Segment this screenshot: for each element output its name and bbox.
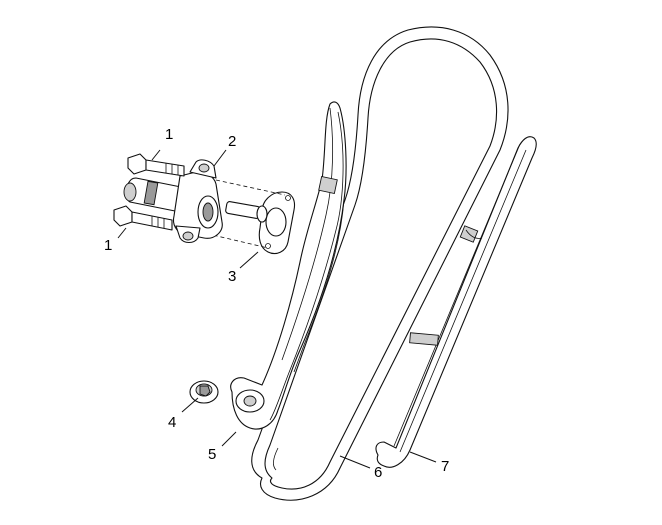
leader-3 xyxy=(239,251,259,269)
chain-tensioner-guide xyxy=(230,101,347,430)
bolt-upper xyxy=(127,153,185,177)
leader-5 xyxy=(221,431,237,447)
bolt-lower xyxy=(113,205,173,231)
plug-bolt xyxy=(189,380,219,404)
leader-1-lower xyxy=(117,227,127,239)
leader-1-upper xyxy=(151,149,161,161)
callout-7: 7 xyxy=(441,458,449,475)
callout-2: 2 xyxy=(228,133,236,150)
assembly-line-lower xyxy=(199,231,269,249)
leader-7 xyxy=(409,451,437,463)
fixed-chain-guide xyxy=(375,136,537,468)
leader-6 xyxy=(339,455,371,469)
timing-chain xyxy=(251,26,509,501)
leader-2 xyxy=(213,149,227,167)
callout-5: 5 xyxy=(208,446,216,463)
leader-4 xyxy=(181,397,199,413)
chain-tensioner xyxy=(123,159,268,244)
gasket xyxy=(258,191,296,255)
callout-4: 4 xyxy=(168,414,176,431)
assembly-line-upper xyxy=(215,179,286,196)
callout-1-upper: 1 xyxy=(165,126,173,143)
callout-6: 6 xyxy=(374,464,382,481)
callout-3: 3 xyxy=(228,268,236,285)
callout-1-lower: 1 xyxy=(104,237,112,254)
